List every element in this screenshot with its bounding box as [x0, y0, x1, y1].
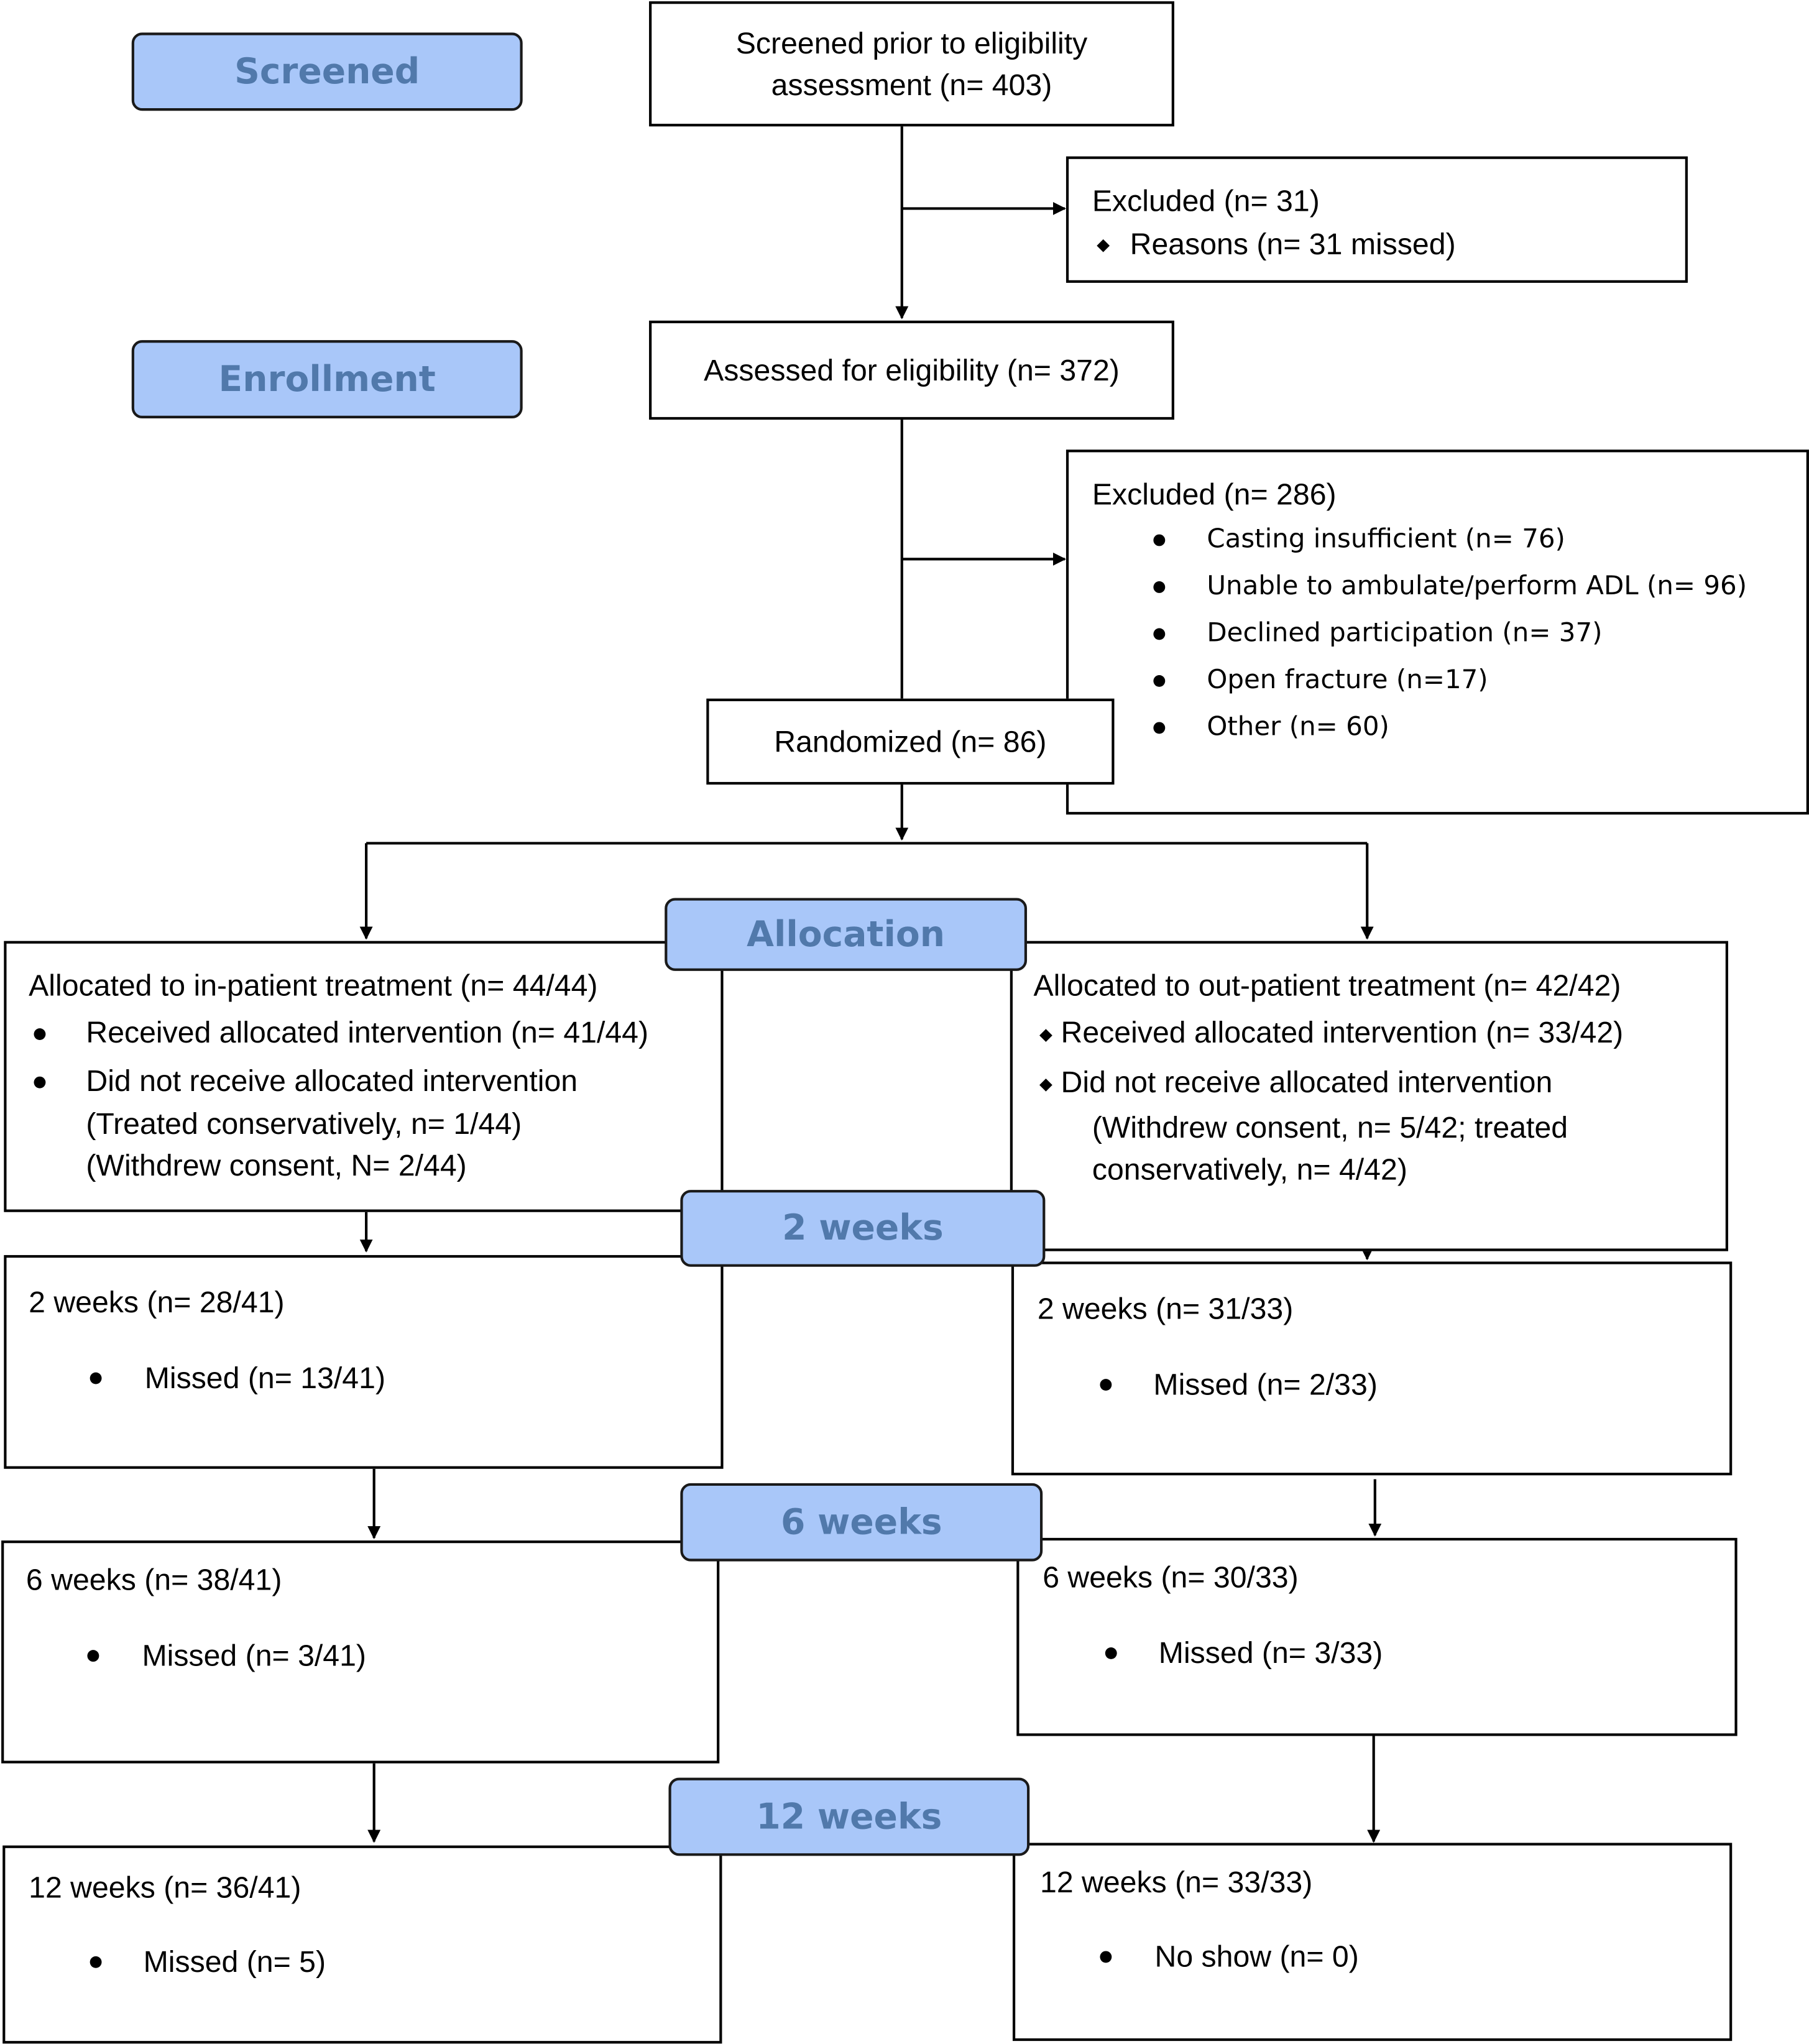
excluded-eligibility-box: Excluded (n= 286) Casting insufficient (…	[1066, 449, 1809, 815]
inpatient-week12-missed: Missed (n= 5)	[143, 1944, 326, 1979]
excluded-item-other: Other (n= 60)	[1207, 710, 1389, 742]
outpatient-detail2: conservatively, n= 4/42)	[1092, 1152, 1407, 1186]
outpatient-allocation-box: Allocated to out-patient treatment (n= 4…	[1010, 941, 1728, 1251]
inpatient-week6-missed: Missed (n= 3/41)	[142, 1638, 367, 1672]
bullet-icon	[1100, 1951, 1112, 1963]
screened-line2: assessment (n= 403)	[771, 68, 1052, 102]
assessed-text: Assessed for eligibility (n= 372)	[704, 352, 1120, 387]
outpatient-week2-missed: Missed (n= 2/33)	[1153, 1367, 1378, 1401]
excluded-item-declined: Declined participation (n= 37)	[1207, 616, 1603, 648]
stage-label-allocation: Allocation	[665, 898, 1028, 971]
bullet-icon	[1105, 1647, 1117, 1659]
randomized-text: Randomized (n= 86)	[774, 724, 1047, 758]
bullet-icon	[90, 1956, 102, 1968]
inpatient-title: Allocated to in-patient treatment (n= 44…	[29, 968, 598, 1003]
bullet-icon	[1153, 722, 1166, 734]
inpatient-received: Received allocated intervention (n= 41/4…	[86, 1015, 649, 1049]
stage-label-screened: Screened	[131, 32, 523, 111]
randomized-box: Randomized (n= 86)	[706, 698, 1115, 785]
bullet-icon	[87, 1650, 99, 1662]
stage-label-6-weeks: 6 weeks	[680, 1483, 1043, 1562]
bullet-icon	[1153, 534, 1166, 546]
inpatient-week2-missed: Missed (n= 13/41)	[144, 1360, 386, 1395]
inpatient-week12-box: 12 weeks (n= 36/41) Missed (n= 5)	[2, 1845, 722, 2044]
outpatient-detail1: (Withdrew consent, n= 5/42; treated	[1092, 1110, 1568, 1144]
bullet-diamond-icon	[1039, 1029, 1052, 1043]
bullet-icon	[1153, 581, 1166, 593]
inpatient-week2-title: 2 weeks (n= 28/41)	[29, 1285, 285, 1319]
outpatient-week6-missed: Missed (n= 3/33)	[1158, 1636, 1383, 1670]
assessed-box: Assessed for eligibility (n= 372)	[649, 320, 1174, 420]
inpatient-not-received: Did not receive allocated intervention	[86, 1063, 578, 1098]
inpatient-detail2: (Withdrew consent, N= 2/44)	[86, 1148, 467, 1182]
inpatient-allocation-box: Allocated to in-patient treatment (n= 44…	[4, 941, 724, 1212]
outpatient-not-received: Did not receive allocated intervention	[1061, 1064, 1553, 1099]
excluded-screening-title: Excluded (n= 31)	[1092, 183, 1320, 218]
screened-box: Screened prior to eligibility assessment…	[649, 1, 1174, 127]
inpatient-week6-title: 6 weeks (n= 38/41)	[25, 1562, 282, 1597]
bullet-diamond-icon	[1097, 239, 1110, 252]
screened-line1: Screened prior to eligibility	[735, 25, 1088, 60]
outpatient-week6-title: 6 weeks (n= 30/33)	[1043, 1560, 1299, 1595]
excluded-item-ambulate: Unable to ambulate/perform ADL (n= 96)	[1207, 569, 1747, 601]
bullet-icon	[1153, 674, 1166, 687]
stage-label-enrollment: Enrollment	[131, 340, 523, 418]
outpatient-week12-box: 12 weeks (n= 33/33) No show (n= 0)	[1012, 1843, 1733, 2042]
bullet-diamond-icon	[1039, 1078, 1052, 1092]
outpatient-received: Received allocated intervention (n= 33/4…	[1061, 1015, 1624, 1049]
bullet-icon	[1100, 1379, 1112, 1391]
outpatient-week2-box: 2 weeks (n= 31/33) Missed (n= 2/33)	[1011, 1261, 1733, 1476]
bullet-icon	[34, 1076, 46, 1089]
stage-label-12-weeks: 12 weeks	[668, 1777, 1030, 1856]
inpatient-detail1: (Treated conservatively, n= 1/44)	[86, 1106, 522, 1141]
inpatient-week2-box: 2 weeks (n= 28/41) Missed (n= 13/41)	[4, 1254, 724, 1469]
outpatient-week6-box: 6 weeks (n= 30/33) Missed (n= 3/33)	[1016, 1537, 1738, 1736]
outpatient-week12-title: 12 weeks (n= 33/33)	[1040, 1865, 1313, 1899]
outpatient-title: Allocated to out-patient treatment (n= 4…	[1033, 968, 1621, 1003]
excluded-item-casting: Casting insufficient (n= 76)	[1207, 522, 1565, 555]
bullet-icon	[34, 1028, 46, 1041]
excluded-screening-box: Excluded (n= 31) Reasons (n= 31 missed)	[1066, 156, 1688, 283]
excluded-screening-reason: Reasons (n= 31 missed)	[1130, 226, 1456, 261]
excluded-eligibility-title: Excluded (n= 286)	[1092, 477, 1337, 511]
inpatient-week6-box: 6 weeks (n= 38/41) Missed (n= 3/41)	[1, 1540, 720, 1764]
bullet-icon	[1153, 628, 1166, 640]
outpatient-week2-title: 2 weeks (n= 31/33)	[1037, 1291, 1294, 1326]
bullet-icon	[90, 1372, 102, 1384]
inpatient-week12-title: 12 weeks (n= 36/41)	[29, 1870, 302, 1904]
excluded-item-open-fracture: Open fracture (n=17)	[1207, 663, 1488, 695]
outpatient-week12-no-show: No show (n= 0)	[1154, 1939, 1359, 1974]
stage-label-2-weeks: 2 weeks	[680, 1190, 1046, 1267]
